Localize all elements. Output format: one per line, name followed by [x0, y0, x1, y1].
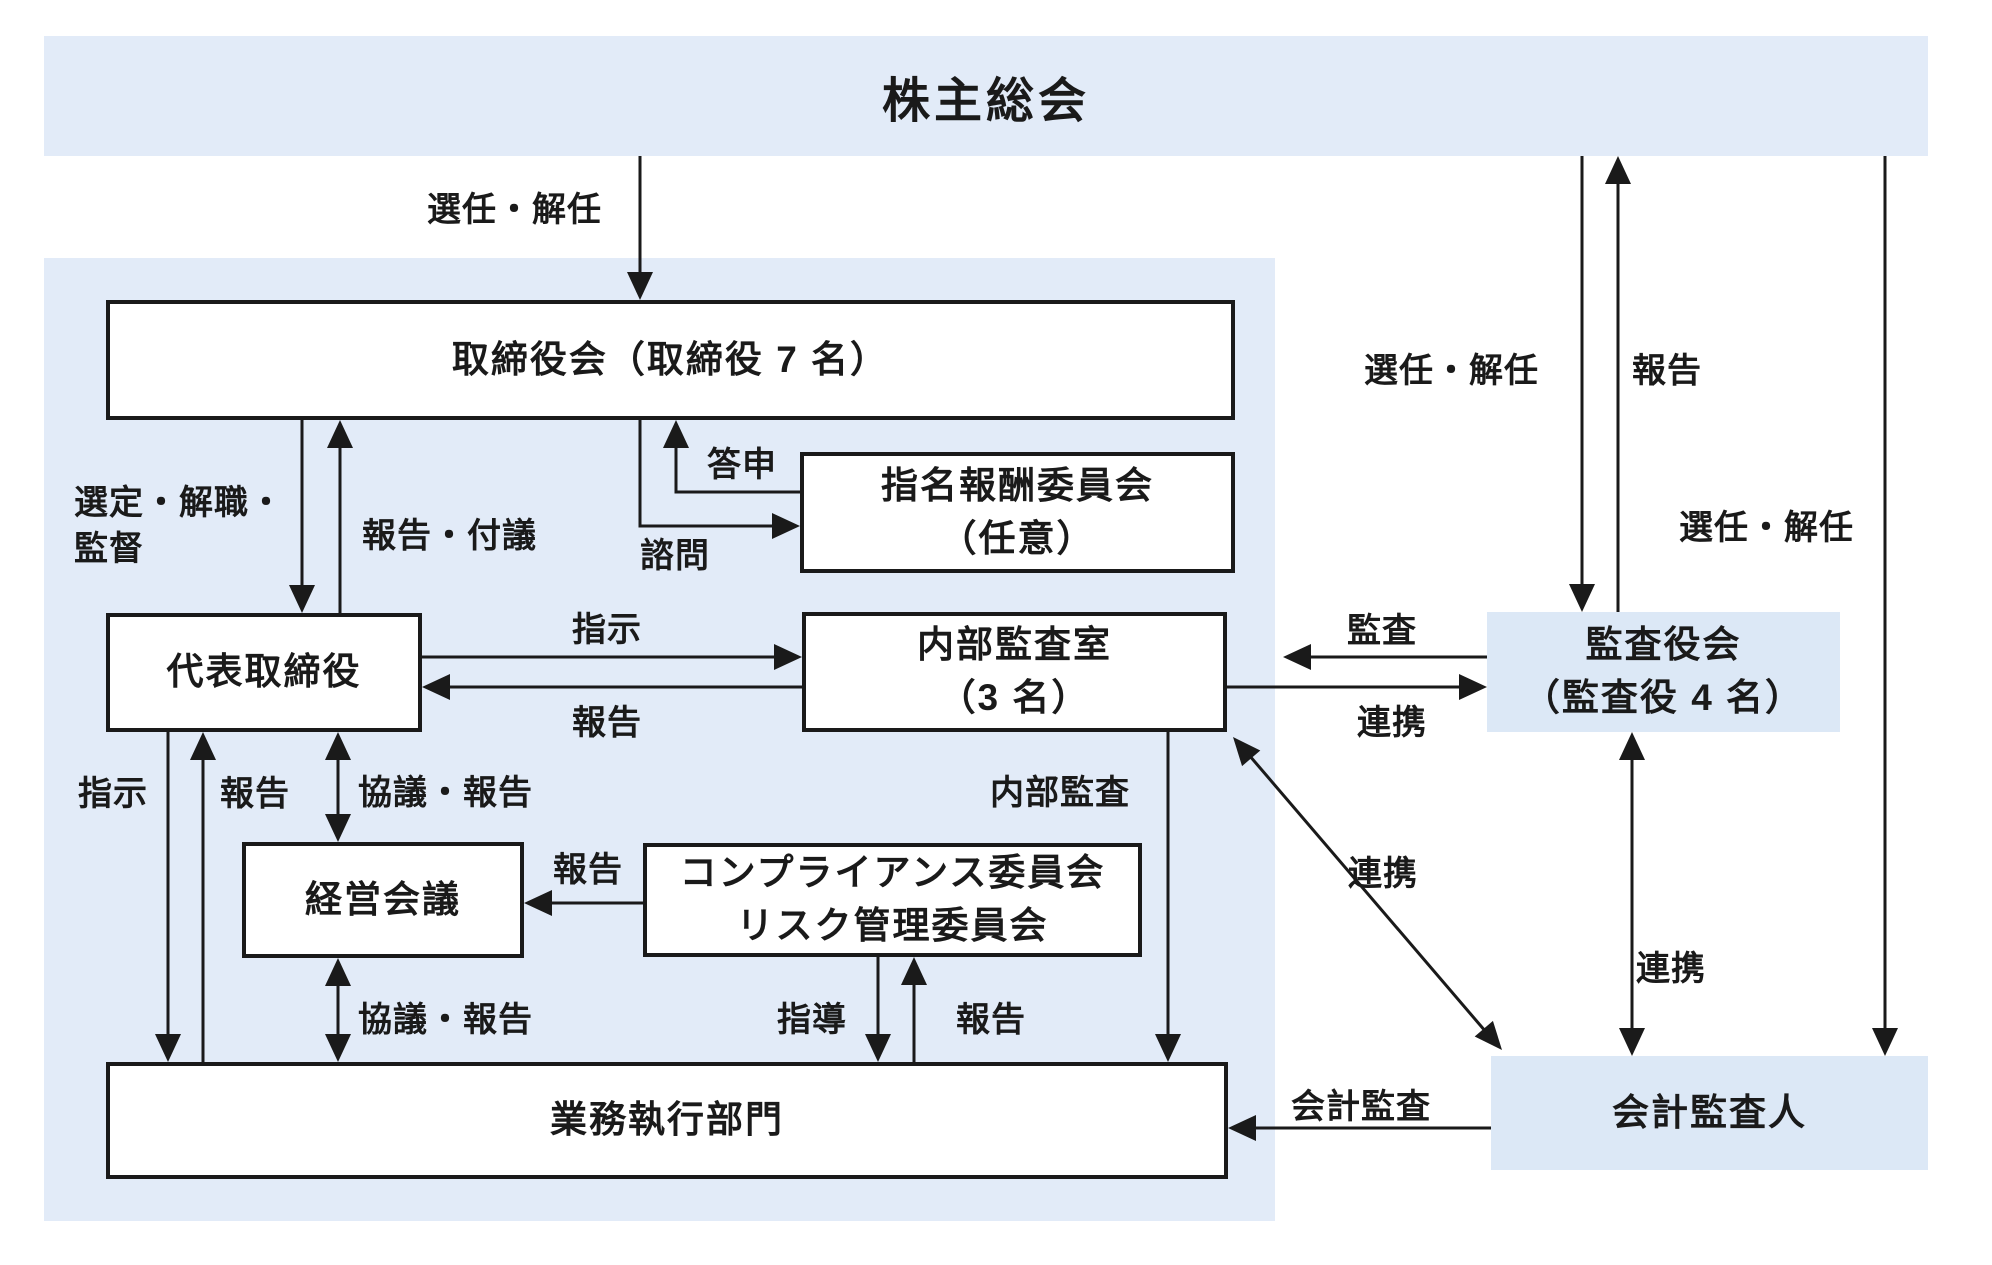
arrow-report-from-operations — [190, 732, 216, 1062]
label-consult-report-top: 協議・報告 — [358, 774, 533, 812]
management-meeting-label: 経営会議 — [305, 878, 461, 920]
accounting-auditor-label: 会計監査人 — [1612, 1091, 1807, 1133]
label-consult: 諮問 — [640, 537, 710, 575]
nomination-compensation-committee-box: 指名報酬委員会 （任意） — [800, 452, 1235, 573]
arrow-cooperate-diagonal — [1233, 737, 1502, 1050]
arrow-report-management — [524, 890, 643, 916]
arrow-appoint-board — [627, 156, 653, 300]
label-cooperate-horizontal: 連携 — [1357, 704, 1427, 742]
audit-board-line1: 監査役会 — [1585, 624, 1742, 666]
label-report-guidance: 報告 — [956, 1001, 1026, 1039]
nomination-committee-line1: 指名報酬委員会 — [881, 464, 1154, 506]
label-appoint-dismiss-auditor: 選任・解任 — [1679, 509, 1854, 547]
arrow-report-refer-board — [327, 420, 353, 613]
arrow-report-compliance — [901, 957, 927, 1062]
label-consult-report-bottom: 協議・報告 — [358, 1001, 533, 1039]
representative-director-box: 代表取締役 — [106, 613, 422, 732]
compliance-risk-committee-box: コンプライアンス委員会 リスク管理委員会 — [643, 843, 1142, 957]
label-select-dismiss-supervise-2: 監督 — [74, 530, 144, 568]
arrow-select-dismiss-ceo — [289, 420, 315, 613]
internal-audit-office-box: 内部監査室 （3 名） — [802, 612, 1227, 732]
board-of-directors-label: 取締役会（取締役 7 名） — [451, 338, 890, 380]
label-appoint-dismiss-board: 選任・解任 — [427, 191, 602, 229]
arrow-audit-internal — [1283, 644, 1487, 670]
arrow-consult-report-top — [325, 732, 351, 842]
nomination-committee-line2: （任意） — [939, 517, 1096, 559]
arrow-cooperate-kansayaku — [1227, 674, 1487, 700]
arrow-instruct-internal-audit — [422, 644, 802, 670]
label-report-to-shareholders: 報告 — [1632, 352, 1702, 390]
label-report-horizontal: 報告 — [572, 704, 642, 742]
label-report-refer: 報告・付議 — [362, 517, 537, 555]
arrow-guidance-operations — [865, 957, 891, 1062]
management-meeting-box: 経営会議 — [242, 842, 524, 958]
arrow-internal-audit-operations — [1155, 732, 1181, 1062]
label-cooperate-vertical: 連携 — [1636, 950, 1706, 988]
shareholders-meeting-band: 株主総会 — [44, 36, 1928, 156]
arrow-cooperate-vertical — [1619, 732, 1645, 1056]
label-report-compliance: 報告 — [553, 851, 623, 889]
shareholders-meeting-title: 株主総会 — [881, 75, 1090, 128]
arrow-instruct-operations — [155, 732, 181, 1062]
accounting-auditor-box: 会計監査人 — [1491, 1056, 1928, 1170]
label-cooperate-diagonal: 連携 — [1348, 855, 1418, 893]
arrow-report-ceo — [422, 674, 802, 700]
internal-audit-office-line2: （3 名） — [938, 677, 1091, 718]
arrow-appoint-auditor — [1872, 156, 1898, 1056]
label-instruct-vertical: 指示 — [78, 775, 148, 813]
label-appoint-dismiss-kansayaku: 選任・解任 — [1364, 352, 1539, 390]
representative-director-label: 代表取締役 — [166, 651, 362, 693]
arrow-appoint-kansayaku — [1569, 156, 1595, 612]
arrow-reply-board — [663, 420, 800, 494]
internal-audit-office-line1: 内部監査室 — [917, 624, 1112, 666]
audit-board-line2: （監査役 4 名） — [1522, 677, 1805, 718]
arrow-report-shareholders — [1605, 156, 1631, 612]
label-select-dismiss-supervise-1: 選定・解職・ — [74, 484, 284, 522]
arrow-accounting-audit — [1228, 1115, 1491, 1141]
risk-committee-line2: リスク管理委員会 — [736, 905, 1049, 946]
label-accounting-audit: 会計監査 — [1291, 1088, 1431, 1126]
arrow-consult-nomination — [638, 420, 800, 539]
arrow-consult-report-bottom — [325, 958, 351, 1062]
business-execution-label: 業務執行部門 — [550, 1099, 784, 1141]
audit-supervisory-board-box: 監査役会 （監査役 4 名） — [1487, 612, 1840, 732]
label-guidance: 指導 — [777, 1001, 847, 1039]
board-of-directors-box: 取締役会（取締役 7 名） — [106, 300, 1235, 420]
label-report-vertical: 報告 — [220, 775, 290, 813]
business-execution-division-box: 業務執行部門 — [106, 1062, 1228, 1179]
label-reply: 答申 — [707, 446, 777, 484]
label-audit: 監査 — [1347, 612, 1417, 650]
label-internal-audit: 内部監査 — [990, 774, 1130, 812]
label-instruct-horizontal: 指示 — [572, 611, 642, 649]
compliance-committee-line1: コンプライアンス委員会 — [679, 852, 1106, 894]
